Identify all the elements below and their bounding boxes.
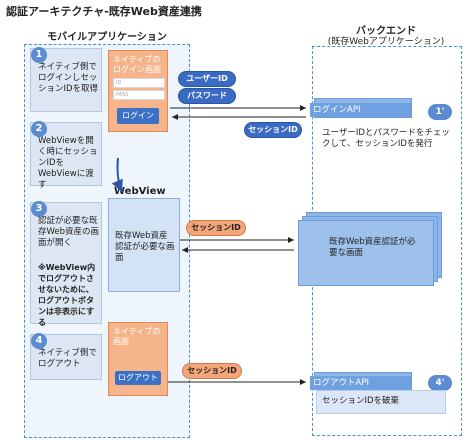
native-screen-label: ネイティブの画面: [113, 327, 161, 346]
login-api-bar: ログインAPI: [310, 103, 411, 117]
login-screen-label: ネイティブのログイン画面: [113, 55, 161, 74]
session-id-step4-pill: セッションID: [182, 363, 242, 379]
step-3-note: ※WebView内でログアウトさせないために、ログアウトボタンは非表示にする: [38, 263, 96, 327]
backend-column-subheading: (既存Webアプリケーション): [327, 37, 445, 47]
web-asset-card-front: 既存Web資産認証が必要な画面: [298, 220, 434, 286]
step-2-number: 2: [31, 121, 47, 137]
password-input[interactable]: PASS: [113, 90, 165, 100]
backend-column-heading: バックエンド: [356, 26, 416, 37]
step-3-box: [30, 202, 102, 324]
logout-button[interactable]: ログアウト: [115, 371, 161, 385]
native-screen: ネイティブの画面 ログアウト: [108, 322, 168, 396]
step-3-text: 認証が必要な既存Web資産の画面が開く: [38, 216, 100, 248]
open-webview-arrow: [111, 157, 123, 193]
webview-label: WebView: [114, 186, 166, 197]
step-3-number: 3: [31, 201, 47, 217]
step-1-number: 1: [31, 47, 47, 63]
session-id-step3-pill: セッションID: [186, 220, 246, 236]
password-pill: パスワード: [178, 88, 236, 104]
native-login-screen: ネイティブのログイン画面 ID PASS ログイン: [108, 50, 168, 132]
step-1prime-number: 1': [428, 104, 452, 120]
step-4prime-number: 4': [428, 375, 452, 391]
id-input[interactable]: ID: [113, 78, 165, 88]
session-id-return-pill: セッションID: [244, 122, 302, 138]
logout-api-description: セッションIDを破棄: [322, 396, 400, 406]
web-asset-text: 既存Web資産認証が必要な画面: [329, 237, 416, 258]
mobile-column-heading: モバイルアプリケーション: [47, 32, 167, 43]
logout-api-bar: ログアウトAPI: [310, 376, 411, 390]
page-title: 認証アーキテクチャ-既存Web資産連携: [6, 5, 202, 18]
webview-screen: 既存Web資産認証が必要な画面: [108, 198, 180, 292]
step-4-text: ネイティブ側でログアウト: [38, 348, 97, 369]
step-4-number: 4: [31, 333, 47, 349]
login-api-description: ユーザーIDとパスワードをチェックして、セッションIDを発行: [322, 128, 450, 149]
user-id-pill: ユーザーID: [178, 71, 236, 87]
logout-desc-box: [316, 390, 446, 414]
step-2-text: WebViewを開く時にセッションIDをWebViewに渡す: [38, 136, 98, 190]
step-1-text: ネイティブ側でログインしセッションIDを取得: [38, 62, 99, 94]
login-button[interactable]: ログイン: [117, 108, 159, 124]
webview-screen-text: 既存Web資産認証が必要な画面: [115, 231, 175, 263]
